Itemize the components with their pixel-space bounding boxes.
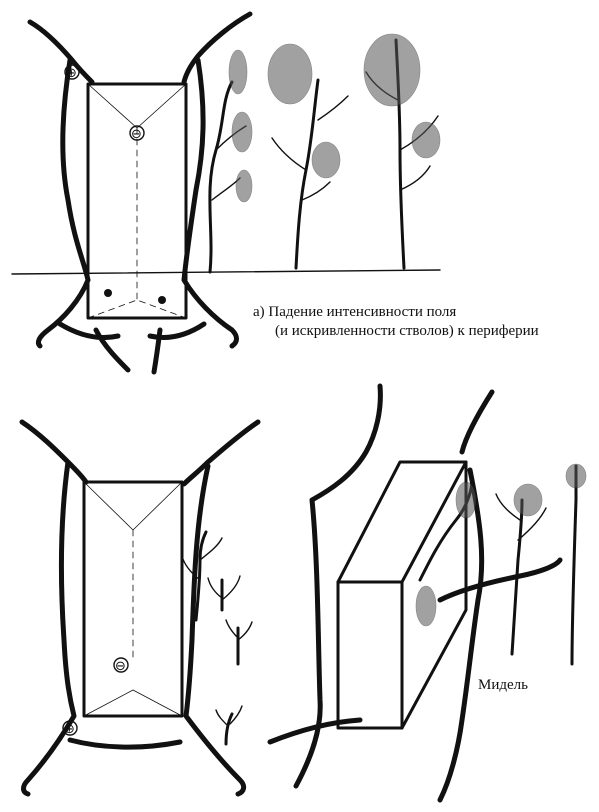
tree-1-a: [210, 50, 252, 272]
ground-line: [12, 270, 440, 274]
tree-2-a: [268, 44, 348, 268]
svg-text:⊕: ⊕: [66, 66, 77, 81]
panel-b: ⊕ ⊖: [22, 422, 258, 794]
dot-right-a: [158, 296, 166, 304]
panel-c: [270, 386, 586, 800]
plus-marker-a: ⊕: [65, 65, 79, 81]
tree-3-b: [226, 620, 252, 664]
caption-a-line2: (и искривленности стволов) к периферии: [275, 323, 539, 339]
tree-3-a: [364, 34, 440, 268]
svg-text:⊖: ⊖: [115, 659, 126, 674]
minus-marker-a: ⊖: [130, 126, 144, 142]
label-midel: Мидель: [478, 677, 528, 693]
plus-marker-b: ⊕: [63, 721, 77, 737]
caption-a-line1: а) Падение интенсивности поля: [253, 304, 456, 320]
tree-3-c: [566, 464, 586, 664]
tree-1-b: [182, 532, 222, 620]
dot-left-a: [104, 289, 112, 297]
building-plan-a: [88, 84, 186, 318]
tree-2-b: [208, 576, 240, 610]
minus-marker-b: ⊖: [114, 658, 128, 674]
building-plan-b: [84, 482, 182, 716]
svg-text:⊕: ⊕: [64, 722, 75, 737]
svg-text:⊖: ⊖: [131, 127, 142, 142]
tree-4-b: [216, 706, 242, 744]
